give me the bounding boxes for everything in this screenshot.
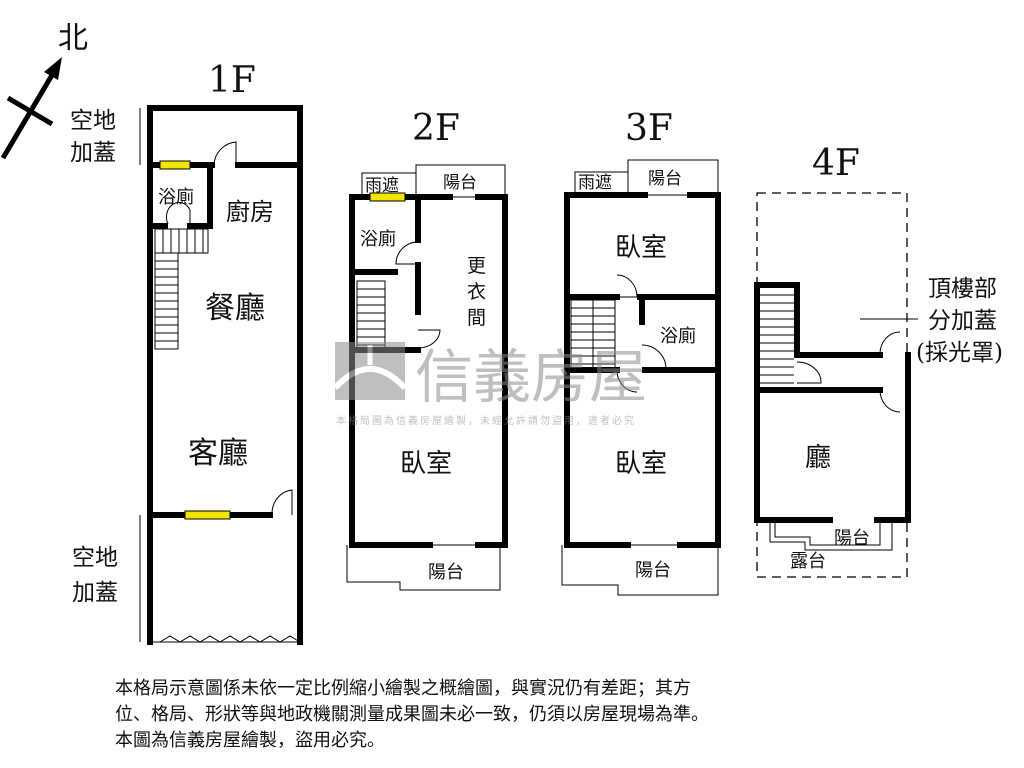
room-bath-2f: 浴廁 bbox=[360, 228, 396, 250]
top-extension-label: 加蓋 bbox=[70, 140, 116, 166]
room-bedroom-2f: 臥室 bbox=[400, 449, 452, 479]
room-hall-4f: 廳 bbox=[805, 443, 831, 473]
stairs-2f bbox=[357, 288, 385, 346]
floor-4f-walls bbox=[754, 282, 918, 551]
disclaimer-line: 本格局示意圖係未依一定比例縮小繪製之概繪圖，與實況仍有差距；其方 bbox=[115, 678, 691, 699]
bottom-extension-label: 空地 bbox=[72, 545, 118, 571]
window-icon bbox=[184, 510, 231, 520]
rooftop-annotation: 頂樓部 bbox=[928, 276, 997, 302]
disclaimer: 本格局示意圖係未依一定比例縮小繪製之概繪圖，與實況仍有差距；其方 位、格局、形狀… bbox=[115, 676, 709, 754]
room-canopy-3f: 雨遮 bbox=[578, 173, 612, 193]
stairs-3f bbox=[571, 300, 615, 368]
north-label: 北 bbox=[58, 21, 88, 56]
room-balcony-top-2f: 陽台 bbox=[443, 173, 477, 193]
room-bedroom-top-3f: 臥室 bbox=[615, 233, 667, 263]
room-dining-1f: 餐廳 bbox=[205, 291, 265, 326]
room-kitchen-1f: 廚房 bbox=[226, 198, 274, 226]
room-bedroom-bottom-3f: 臥室 bbox=[615, 449, 667, 479]
room-balcony-bottom-3f: 陽台 bbox=[635, 560, 671, 581]
stairs-4f bbox=[760, 294, 794, 384]
rooftop-annotation: 分加蓋 bbox=[928, 308, 997, 334]
disclaimer-line: 位、格局、形狀等與地政機關測量成果圖未必一致，仍須以房屋現場為準。 bbox=[115, 704, 709, 725]
floor-2f-title: 2F bbox=[412, 108, 460, 149]
bottom-extension-label: 加蓋 bbox=[72, 580, 118, 606]
room-balcony-bottom-2f: 陽台 bbox=[428, 562, 464, 583]
stairs-1f bbox=[155, 229, 204, 342]
watermark: 信義房屋 本格局圖為信義房屋繪製，未經允許請勿盜用，違者必究 bbox=[332, 342, 647, 427]
floor-3f-walls bbox=[561, 159, 721, 596]
room-terrace-4f: 露台 bbox=[790, 551, 826, 572]
room-closet-2f: 衣 bbox=[467, 281, 486, 303]
room-bath-3f: 浴廁 bbox=[660, 325, 696, 347]
floor-4f-title: 4F bbox=[812, 143, 860, 184]
brand-logo-icon bbox=[332, 342, 408, 400]
watermark-notice: 本格局圖為信義房屋繪製，未經允許請勿盜用，違者必究 bbox=[336, 414, 636, 427]
room-living-1f: 客廳 bbox=[188, 436, 248, 471]
room-balcony-top-3f: 陽台 bbox=[648, 169, 682, 189]
window-icon bbox=[369, 192, 406, 202]
top-extension-label: 空地 bbox=[70, 108, 116, 134]
watermark-brand: 信義房屋 bbox=[415, 343, 647, 411]
compass-arrow-icon bbox=[0, 57, 62, 160]
room-balcony-4f: 陽台 bbox=[834, 528, 870, 549]
floor-3f-title: 3F bbox=[625, 108, 673, 149]
disclaimer-line: 本圖為信義房屋繪製，盜用必究。 bbox=[115, 730, 385, 751]
rooftop-annotation: (採光罩) bbox=[916, 340, 1003, 366]
room-canopy-2f: 雨遮 bbox=[365, 176, 399, 196]
window-icon bbox=[159, 160, 191, 170]
floor-1f-title: 1F bbox=[208, 60, 256, 101]
room-closet-2f: 間 bbox=[467, 307, 486, 329]
room-closet-2f: 更 bbox=[467, 255, 486, 277]
room-bath-1f: 浴廁 bbox=[158, 186, 194, 208]
